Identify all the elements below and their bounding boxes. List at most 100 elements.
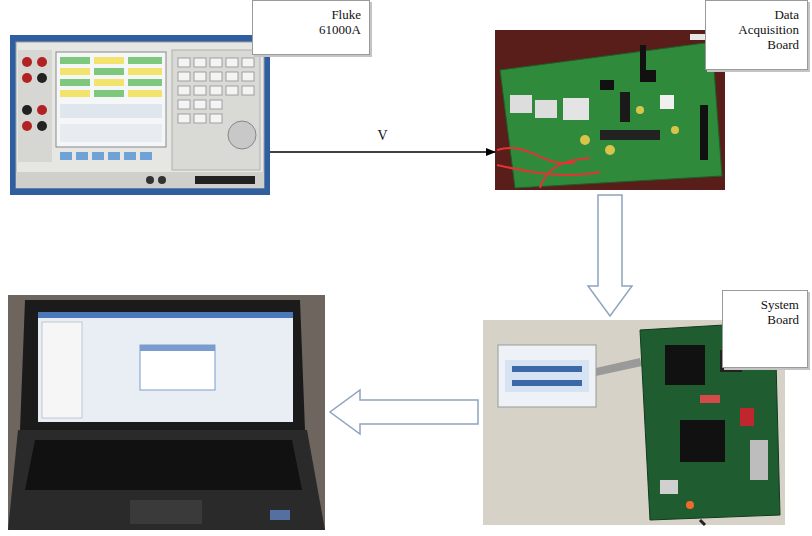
acquisition-board-photo-part bbox=[605, 145, 615, 155]
hollow-arrow bbox=[330, 390, 478, 434]
fluke-instrument-photo-part bbox=[22, 73, 32, 83]
fluke-instrument-photo-part-part bbox=[178, 114, 190, 123]
system-board-photo-part bbox=[665, 345, 705, 385]
hollow-arrow bbox=[588, 195, 632, 316]
system-board-photo-part bbox=[740, 408, 754, 426]
acquisition-board-photo-part bbox=[500, 42, 722, 188]
acquisition-board-photo-part bbox=[540, 158, 590, 188]
acquisition-board-photo-part bbox=[600, 80, 614, 90]
fluke-instrument-photo-part bbox=[146, 176, 154, 184]
fluke-instrument-photo-part bbox=[178, 58, 254, 123]
acquisition-board-photo-part bbox=[580, 135, 590, 145]
fluke-instrument-photo-part-part bbox=[178, 86, 190, 95]
node-label: Fluke 61000A bbox=[299, 7, 361, 37]
fluke-instrument-photo-part bbox=[172, 50, 260, 170]
node-label: System Board bbox=[747, 297, 799, 327]
acquisition-board-photo-part bbox=[600, 130, 660, 140]
acquisition-board-photo-part bbox=[497, 148, 575, 163]
fluke-instrument-photo-part bbox=[22, 105, 32, 115]
fluke-instrument-photo-part bbox=[16, 42, 264, 188]
fluke-instrument-photo-part-part bbox=[242, 58, 254, 67]
acquisition-board-photo-part bbox=[660, 95, 674, 109]
laptop-photo-part bbox=[130, 500, 202, 524]
fluke-instrument-photo-part-part bbox=[226, 72, 238, 81]
system-board-photo-part bbox=[660, 480, 678, 494]
fluke-instrument-photo-part bbox=[140, 152, 152, 160]
fluke-instrument-photo-part bbox=[94, 90, 124, 97]
fluke-instrument-photo-part-part bbox=[210, 86, 222, 95]
system-board-photo-part bbox=[596, 358, 642, 376]
system-board-photo-part bbox=[498, 345, 596, 407]
fluke-instrument-photo-part bbox=[60, 152, 72, 160]
fluke-instrument-photo-part bbox=[22, 57, 32, 67]
fluke-instrument-photo-part-part bbox=[194, 100, 206, 109]
fluke-instrument-photo-part bbox=[60, 79, 90, 86]
laptop-photo-part bbox=[270, 510, 290, 520]
fluke-instrument-photo-part bbox=[128, 90, 162, 97]
fluke-instrument-photo-part bbox=[76, 152, 88, 160]
instrument-node: Fluke 61000A bbox=[10, 35, 270, 195]
acquisition-board-photo-part bbox=[510, 95, 532, 113]
fluke-instrument-photo-part bbox=[37, 57, 47, 67]
label-box: Data Acquisition Board bbox=[705, 0, 808, 70]
laptop-photo-part bbox=[8, 430, 325, 530]
laptop-photo-part bbox=[38, 312, 293, 318]
fluke-instrument-photo-part bbox=[22, 121, 32, 131]
fluke-instrument-photo-part bbox=[16, 172, 264, 188]
fluke-instrument-photo-part bbox=[37, 105, 47, 115]
signal-label: V bbox=[375, 128, 389, 144]
laptop-photo-part bbox=[8, 295, 325, 530]
fluke-instrument-photo-part bbox=[158, 176, 166, 184]
acquisition-board-photo-part bbox=[700, 105, 708, 160]
fluke-instrument-photo-part-part bbox=[210, 114, 222, 123]
fluke-instrument-photo-part-part bbox=[178, 100, 190, 109]
laptop-photo-part bbox=[38, 312, 293, 422]
fluke-instrument-photo-part bbox=[128, 68, 162, 75]
laptop-photo-part bbox=[140, 345, 215, 351]
system-board-photo-part bbox=[512, 380, 582, 386]
board-node: Data Acquisition Board bbox=[495, 30, 725, 190]
fluke-instrument-photo-part-part bbox=[178, 58, 190, 67]
fluke-instrument-photo-part bbox=[18, 50, 52, 162]
fluke-instrument-photo-part-part bbox=[178, 72, 190, 81]
fluke-instrument-photo-part-part bbox=[242, 86, 254, 95]
laptop-photo-part bbox=[20, 300, 305, 430]
fluke-instrument-photo-part bbox=[37, 121, 47, 131]
acquisition-board-photo-part bbox=[620, 92, 630, 122]
acquisition-board-photo-part bbox=[535, 100, 557, 118]
acquisition-board-photo bbox=[495, 30, 725, 190]
fluke-instrument-photo-part bbox=[37, 73, 47, 83]
node-label: Data Acquisition Board bbox=[725, 7, 799, 52]
system-board-photo-part bbox=[700, 520, 705, 525]
hollow-arrow-part bbox=[330, 390, 478, 434]
laptop-photo-part bbox=[140, 345, 215, 390]
acquisition-board-photo-part bbox=[671, 126, 679, 134]
fluke-instrument-photo-part bbox=[124, 152, 136, 160]
fluke-instrument-photo-part bbox=[60, 104, 162, 118]
system-board-photo-part bbox=[680, 420, 725, 462]
fluke-instrument-photo-part bbox=[128, 79, 162, 86]
board-node: System Board bbox=[483, 320, 785, 525]
fluke-instrument-photo-part bbox=[56, 52, 166, 147]
fluke-instrument-photo-part bbox=[94, 68, 124, 75]
fluke-instrument-photo-part-part bbox=[194, 114, 206, 123]
fluke-instrument-photo-part-part bbox=[194, 72, 206, 81]
system-board-photo-part bbox=[750, 440, 768, 480]
system-board-photo-part bbox=[505, 360, 589, 392]
fluke-instrument-photo-part bbox=[94, 57, 124, 64]
fluke-instrument-photo-part bbox=[94, 79, 124, 86]
fluke-instrument-photo-part-part bbox=[242, 72, 254, 81]
fluke-instrument-photo-part bbox=[128, 57, 162, 64]
fluke-instrument-photo-part bbox=[108, 152, 120, 160]
fluke-instrument-photo-part-part bbox=[226, 86, 238, 95]
fluke-instrument-photo-part bbox=[60, 57, 90, 64]
system-board-photo-part bbox=[686, 501, 694, 509]
system-board-photo-part bbox=[512, 366, 582, 372]
fluke-instrument-photo-part bbox=[60, 124, 162, 142]
fluke-instrument-photo-part bbox=[195, 176, 255, 184]
fluke-instrument-photo-part-part bbox=[210, 72, 222, 81]
label-box: Fluke 61000A bbox=[252, 0, 370, 55]
signal-arrow bbox=[270, 151, 495, 153]
